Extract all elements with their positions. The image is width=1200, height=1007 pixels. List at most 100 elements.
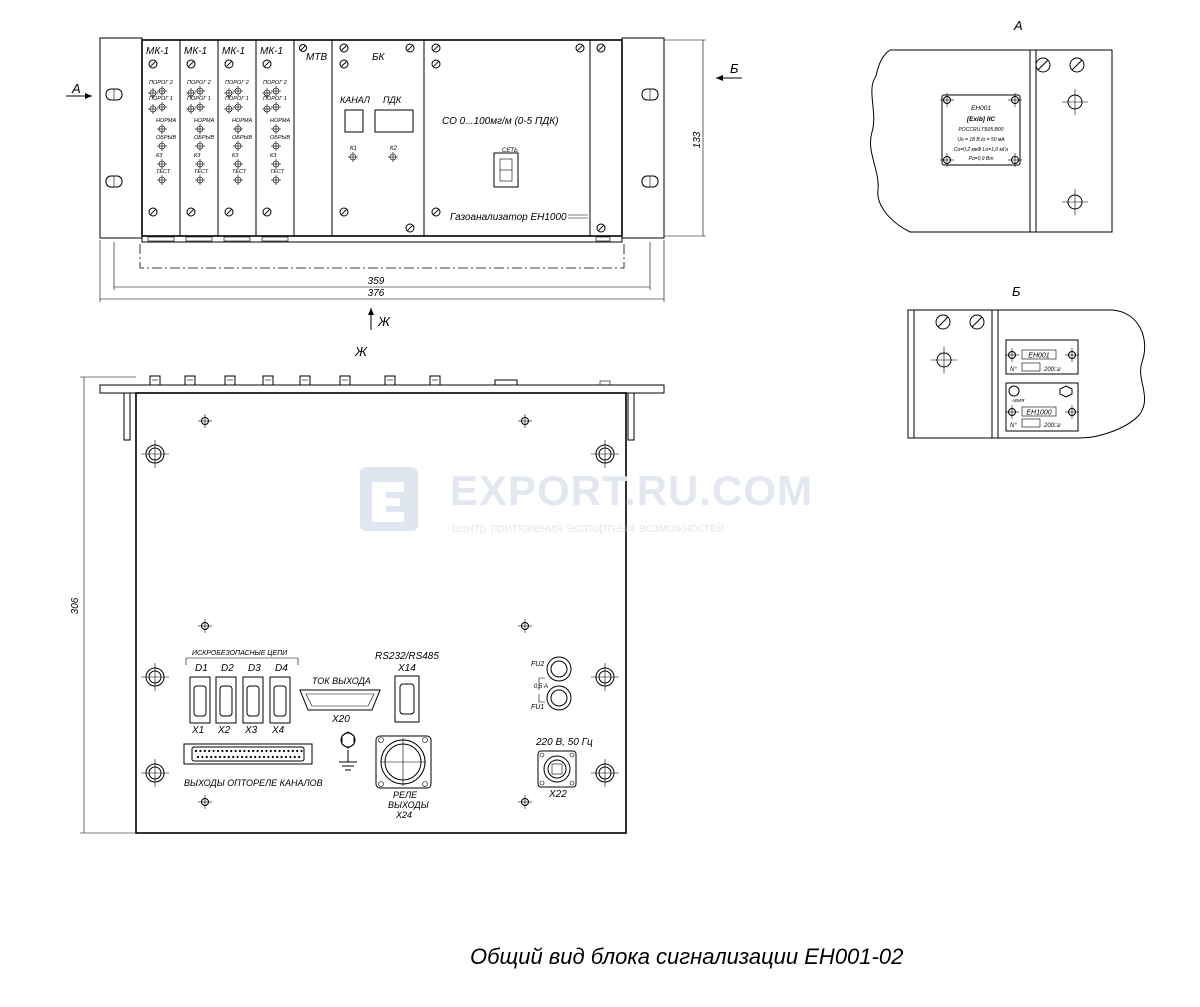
detail-b-screw — [935, 314, 951, 330]
opto-pin — [249, 755, 252, 759]
opto-pin — [238, 749, 242, 753]
opto-pin — [201, 755, 204, 759]
module-led-label: К3 — [156, 153, 163, 159]
d-sub-connector — [189, 676, 211, 724]
rear-dimension-lines — [80, 376, 136, 834]
x-input-label: X1 — [191, 725, 204, 736]
opto-pin — [265, 749, 268, 753]
watermark-subtitle: центр притяжения экспортных возможностей — [452, 520, 725, 535]
detail-b-title: Б — [1012, 284, 1021, 299]
module-led-label: ПОРОГ 2 — [263, 80, 287, 86]
opto-pin — [258, 755, 261, 759]
module-screw — [148, 207, 158, 217]
flange-terminal — [599, 380, 611, 386]
opto-pin — [267, 755, 270, 759]
opto-pin — [284, 755, 288, 759]
bk-screw — [405, 43, 415, 53]
right-screw — [596, 223, 606, 233]
flange-terminal — [262, 375, 274, 386]
right-screw — [597, 224, 605, 232]
power-switch — [493, 152, 519, 188]
fuse-fu2-holder — [546, 656, 572, 682]
opto-pin — [214, 755, 217, 759]
year-suffix: 200□г — [1043, 367, 1061, 373]
d-sub-connector — [242, 676, 264, 724]
view-b-arrow-label: Б — [730, 61, 739, 76]
opto-pin — [216, 749, 220, 753]
opto-pin — [194, 749, 198, 753]
module-title-mk1: МК-1 — [222, 46, 245, 57]
certification-stamp — [1008, 385, 1020, 397]
module-led-label: К3 — [232, 153, 239, 159]
analyzer-brand-label: Газоанализатор ЕН1000 — [450, 212, 567, 223]
relay-connector-screw — [422, 781, 428, 787]
x20-label: X20 — [331, 714, 350, 725]
nameplate-en1000 — [1005, 382, 1079, 432]
plate-line: ЕН001 — [971, 105, 991, 112]
front-height-dimension: 133 — [692, 131, 703, 148]
opto-pin — [230, 749, 233, 753]
rear-depth-dimension: 306 — [70, 597, 81, 614]
opto-pin — [210, 755, 213, 759]
d-sub-connector — [219, 685, 233, 717]
relay-connector-screw — [378, 781, 384, 787]
opto-pin — [254, 755, 257, 759]
detail-a-screw — [1069, 57, 1085, 73]
current-output-connector — [305, 693, 375, 707]
power-switch-label: СЕТЬ — [502, 148, 518, 154]
opto-pin — [287, 749, 290, 753]
module-screw — [224, 207, 234, 217]
module-screw — [263, 208, 271, 216]
module-led-label: ТЕСТ — [232, 169, 247, 175]
module-led-label: ПОРОГ 1 — [225, 96, 249, 102]
module-title-mtv: МТВ — [306, 52, 327, 63]
d-sub-connector — [246, 685, 260, 717]
certification-plate — [941, 94, 1021, 166]
mains-power-connector — [551, 763, 563, 775]
display-screw — [432, 44, 440, 52]
opto-pin — [280, 755, 283, 759]
plate-line: Po=0,9 Вт — [969, 156, 994, 162]
d-sub-connector — [215, 676, 237, 724]
opto-pin — [208, 749, 211, 753]
fuse-fu1-holder — [550, 689, 568, 707]
flange-terminal — [299, 375, 311, 386]
d-input-label: D1 — [195, 663, 208, 674]
module-foot — [147, 236, 175, 242]
bk-k2-label: К2 — [390, 146, 398, 152]
d-input-label: D2 — [221, 663, 234, 674]
x-input-label: X3 — [244, 725, 258, 736]
fuse-fu2-holder — [550, 660, 568, 678]
rear-view — [80, 376, 665, 834]
d-input-label: D4 — [275, 663, 288, 674]
opto-relay-label: ВЫХОДЫ ОПТОРЕЛЕ КАНАЛОВ — [184, 778, 323, 788]
module-separators — [179, 40, 591, 236]
opto-pin — [278, 749, 281, 753]
nameplate-en1000-label: ЕН1000 — [1026, 410, 1051, 417]
opto-pin — [245, 755, 248, 759]
plate-line: [Exib] IIC — [966, 116, 995, 123]
detail-a-outline — [870, 49, 1113, 233]
opto-pin — [243, 749, 246, 753]
bk-screw — [340, 44, 348, 52]
bk-screw — [340, 208, 348, 216]
detail-b-screw — [969, 314, 985, 330]
serial-box — [1021, 418, 1041, 428]
left-rack-ear — [99, 37, 143, 239]
bk-screw — [406, 44, 414, 52]
relay-connector-screw — [422, 737, 428, 743]
module-screw — [149, 208, 157, 216]
x-input-label: X2 — [217, 725, 231, 736]
x22-label: X22 — [548, 789, 567, 800]
opto-pin — [232, 755, 235, 759]
module-led-label: К3 — [194, 153, 201, 159]
mains-power-connector — [547, 759, 567, 779]
opto-pin — [289, 755, 292, 759]
bk-title: БК — [372, 52, 386, 63]
module-led-label: ОБРЫВ — [156, 135, 176, 141]
display-range-label: СО 0...100мг/м (0-5 ПДК) — [442, 116, 559, 127]
bk-screw — [339, 43, 349, 53]
number-sign: N° — [1010, 423, 1017, 429]
opto-pin — [269, 749, 272, 753]
fuse-fu2-label: FU2 — [531, 661, 544, 668]
